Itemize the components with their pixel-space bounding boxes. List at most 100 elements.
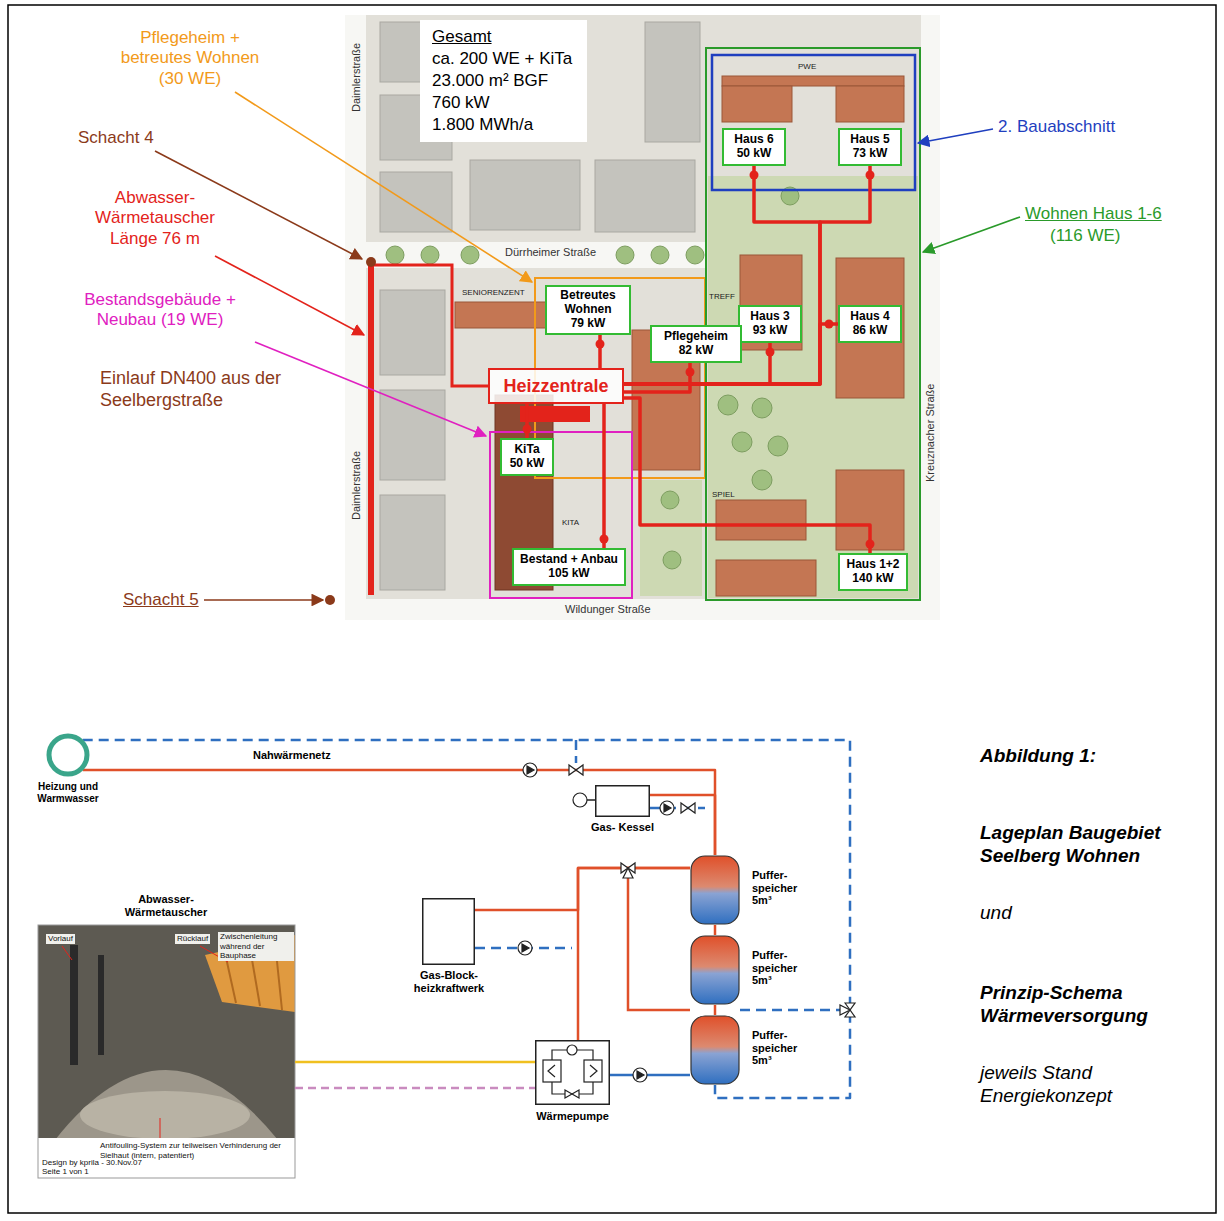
valve-symbol [569, 765, 855, 1017]
pipe-end-dot [866, 171, 875, 180]
tree [752, 398, 772, 418]
heat-pump-symbol [590, 1065, 597, 1077]
supply-pipe [628, 875, 690, 1010]
neighbour-building [645, 22, 700, 142]
region-outline [706, 48, 920, 600]
supply-pipe [587, 800, 690, 1010]
heating-pipe [295, 1061, 535, 1064]
chp-unit-box-outline [422, 898, 475, 965]
tree [386, 187, 799, 569]
node-title: Haus 6 [734, 133, 773, 147]
project-building [716, 500, 806, 540]
caption-text: Lageplan Baugebiet Seelberg Wohnen [980, 822, 1195, 868]
valve-symbol [681, 803, 695, 813]
burner-symbol [573, 793, 587, 807]
project-building [722, 86, 792, 122]
node-text: 93 kW [753, 324, 788, 338]
heating-plant-box: Heizzentrale [488, 368, 624, 404]
pipe-end-dot [766, 348, 775, 357]
neighbour-building [595, 160, 695, 232]
photo-label: Vorlauf [46, 934, 75, 944]
sewer-photo [160, 1118, 161, 1139]
node-title: Haus 3 [750, 310, 789, 324]
pipe-end-dot [825, 320, 834, 329]
consumer-ring [49, 736, 87, 774]
tree [718, 395, 738, 415]
map-label: PWE [798, 62, 816, 72]
neighbour-building [380, 290, 445, 375]
node-title: Pflegeheim [664, 330, 728, 344]
node-title: Haus 1+2 [846, 558, 899, 572]
node-title: Wärmepumpe [525, 1110, 620, 1123]
lawn [708, 176, 918, 598]
tank-body [691, 1016, 739, 1084]
project-building [722, 76, 904, 86]
map-label: SPIEL [712, 490, 735, 500]
node-title: Abwasser- Wärmetauscher [116, 893, 216, 918]
wastewater-pipe [366, 257, 376, 267]
caption-text: jeweils Stand Energiekonzept [980, 1062, 1195, 1108]
heat-pump-box: Wärmepumpe [535, 1040, 610, 1105]
district-heating-pipe [602, 404, 606, 548]
pipe-end-dot [600, 535, 609, 544]
district-heating-pipe [624, 398, 870, 553]
pipe-end-dot [686, 368, 695, 377]
node-text: 105 kW [548, 567, 589, 581]
tree [768, 436, 788, 456]
project-building [836, 86, 904, 122]
summary-box: Gesamtca. 200 WE + KiTa23.000 m² BGF760 … [420, 20, 587, 142]
heat-pump-symbol [543, 1060, 561, 1082]
wastewater-pipe [371, 265, 488, 386]
region-outline [490, 432, 632, 598]
tree [386, 246, 404, 264]
street-name: Kreuznacher Straße [924, 384, 937, 482]
district-heating-pipe [624, 166, 820, 384]
project-building [455, 76, 904, 596]
burner-symbol [573, 793, 587, 807]
tree [663, 551, 681, 569]
district-heating-pipe [624, 343, 770, 384]
site-plan [345, 15, 940, 620]
node-text: 82 kW [679, 344, 714, 358]
gas-boiler-box-outline [595, 785, 650, 817]
street-name: Daimlerstraße [350, 43, 363, 112]
buffer-tank: Puffer- speicher 5m³ [690, 855, 740, 925]
leader-arrow [215, 256, 364, 335]
node-text: ca. 200 WE + KiTa [432, 48, 572, 70]
valve-symbol [623, 868, 633, 878]
node-title: Haus 5 [850, 133, 889, 147]
tank-body [691, 936, 739, 1004]
district-heating-pipe [624, 363, 690, 392]
tank-body [691, 856, 739, 924]
heat-consumer-circle: Heizung und Warmwasser [46, 733, 90, 777]
sewer-photo [38, 925, 295, 1178]
pump-symbol [518, 763, 674, 1082]
heating-pipe [83, 770, 715, 855]
node-title: Bestand + Anbau [520, 553, 618, 567]
consumer-box: Haus 393 kW [738, 305, 802, 343]
pipe-end-dot [866, 540, 875, 549]
heating-pipe [578, 868, 690, 1040]
heating-pipe [295, 1087, 535, 1090]
street [345, 15, 940, 620]
sewer-photo [70, 945, 78, 1065]
leader-arrow [204, 599, 323, 601]
tree [421, 246, 439, 264]
heat-pump-symbol [536, 1041, 610, 1105]
district-heating-pipe [624, 166, 870, 384]
sewer-photo [80, 1091, 250, 1139]
consumer-box: Haus 650 kW [722, 128, 786, 166]
wastewater-pipe [325, 595, 335, 605]
sewer-photo [62, 946, 72, 960]
node-title: Heizzentrale [503, 376, 608, 397]
pump-symbol [660, 801, 674, 815]
leader-arrow [918, 129, 993, 143]
caption-text: und [980, 902, 1012, 925]
node-text: 50 kW [737, 147, 772, 161]
neighbour-building [380, 495, 445, 590]
pump-symbol [664, 804, 671, 812]
leader-arrow [923, 217, 1020, 252]
node-title: KiTa [514, 443, 539, 457]
leader-arrow [255, 342, 486, 436]
